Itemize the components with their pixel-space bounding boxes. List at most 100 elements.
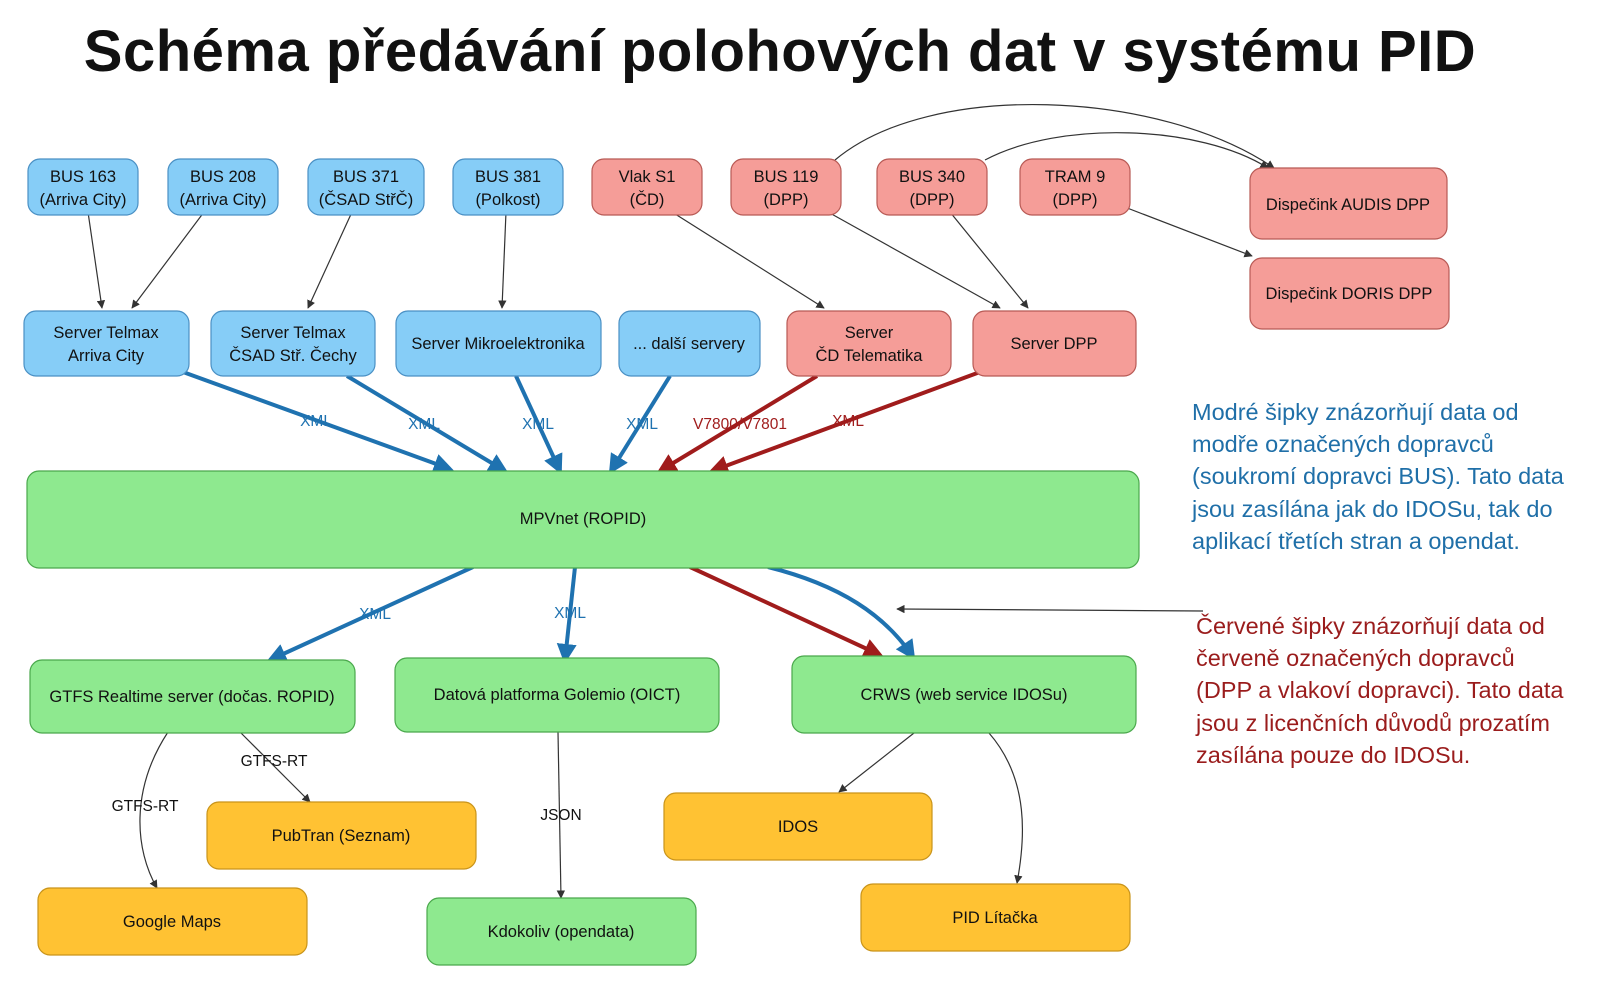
edge-labels: XML XML XML XML V7800/V7801 XML XML XML … [112,413,865,824]
node-bus381-line1: BUS 381 [475,168,541,186]
node-bus371: BUS 371 (ČSAD StřČ) [307,158,425,216]
edge-dalsi-mpvnet [608,374,672,475]
edge-crws-idos [838,732,915,793]
node-bus381: BUS 381 (Polkost) [452,158,564,216]
legend-note-red: Červené šipky znázorňují data od červeně… [1196,613,1564,768]
label-xml-mikro: XML [522,416,554,433]
node-idos: IDOS [663,792,933,861]
edge-vlaks1-cd-tele [671,211,825,309]
node-telmax-csad-line2: ČSAD Stř. Čechy [229,346,357,365]
node-bus381-line2: (Polkost) [475,191,540,209]
node-vlaks1-line2: (ČD) [630,190,665,209]
node-bus163-line1: BUS 163 [50,168,116,186]
edge-crws-litacka [988,732,1024,884]
edge-gtfs-google [139,731,169,889]
node-crws: CRWS (web service IDOSu) [791,655,1137,734]
label-gtfsrt-pubtran: GTFS-RT [241,753,308,770]
node-bus163-line2: (Arriva City) [39,191,126,209]
edge-mpvnet-gtfs [266,565,474,663]
node-idos-label: IDOS [778,818,818,836]
node-bus340: BUS 340 (DPP) [876,158,988,216]
label-xml-dpp: XML [832,413,864,430]
node-audis: Dispečink AUDIS DPP [1249,167,1448,240]
node-bus371-line2: (ČSAD StřČ) [319,190,413,209]
label-xml-dalsi: XML [626,416,658,433]
node-cd-tele: Server ČD Telematika [786,310,952,377]
edge-bus371-telmax-csad [307,211,353,309]
node-bus119-line2: (DPP) [764,191,809,209]
edge-gtfs-pubtran [239,731,311,803]
node-dalsi: ... další servery [618,310,761,377]
node-telmax-csad: Server Telmax ČSAD Stř. Čechy [210,310,376,377]
node-litacka-label: PID Lítačka [952,909,1038,927]
node-telmax-arriva-line2: Arriva City [68,347,145,365]
label-xml-gtfs: XML [359,606,391,623]
node-bus119-line1: BUS 119 [754,168,819,186]
label-v7800-cd-tele: V7800/V7801 [693,416,787,433]
node-crws-label: CRWS (web service IDOSu) [861,686,1068,704]
label-xml-golemio: XML [554,605,586,622]
node-doris: Dispečink DORIS DPP [1249,257,1450,330]
node-mpvnet: MPVnet (ROPID) [26,470,1140,569]
edge-bus119-dpp [827,211,1001,309]
edge-telmax-csad-mpvnet [345,374,509,474]
node-gtfs-label: GTFS Realtime server (dočas. ROPID) [49,688,334,706]
edges [87,103,1275,899]
node-telmax-arriva: Server Telmax Arriva City [23,310,190,377]
node-pubtran: PubTran (Seznam) [206,801,477,870]
node-bus119: BUS 119 (DPP) [730,158,842,216]
edge-bus163-telmax-arriva [87,211,106,309]
edge-bus340-audis [984,132,1269,169]
node-cd-tele-line2: ČD Telematika [816,346,924,365]
node-mpvnet-label: MPVnet (ROPID) [520,510,647,528]
node-dpp: Server DPP [972,310,1137,377]
node-vlaks1-line1: Vlak S1 [619,168,676,186]
edge-cd-tele-mpvnet [656,374,819,474]
node-dpp-label: Server DPP [1010,335,1097,353]
node-bus208-line2: (Arriva City) [179,191,266,209]
node-doris-label: Dispečink DORIS DPP [1266,285,1433,303]
node-audis-label: Dispečink AUDIS DPP [1266,196,1430,214]
label-json-kdokoliv: JSON [540,807,581,824]
edge-tram9-doris [1121,205,1253,258]
node-kdokoliv-label: Kdokoliv (opendata) [488,923,635,941]
node-litacka: PID Lítačka [860,883,1131,952]
edge-note-pointer [896,604,1204,614]
node-golemio-label: Datová platforma Golemio (OICT) [434,686,681,704]
edge-mpvnet-golemio [556,566,577,664]
node-google-label: Google Maps [123,913,221,931]
edge-bus340-dpp [949,211,1029,309]
node-mikro-label: Server Mikroelektronika [411,335,585,353]
edge-golemio-kdokoliv [556,731,566,899]
edge-telmax-arriva-mpvnet [182,370,454,473]
edge-mpvnet-crws-blue [767,565,916,661]
node-telmax-csad-line1: Server Telmax [240,324,346,342]
node-tram9: TRAM 9 (DPP) [1019,158,1131,216]
node-google: Google Maps [37,887,308,956]
legend-note-blue: Modré šipky znázorňují data od modře ozn… [1192,399,1564,554]
node-kdokoliv: Kdokoliv (opendata) [426,897,697,966]
node-bus208-line1: BUS 208 [190,168,256,186]
nodes: BUS 163 (Arriva City) BUS 208 (Arriva Ci… [23,158,1450,966]
node-telmax-arriva-line1: Server Telmax [53,324,159,342]
node-pubtran-label: PubTran (Seznam) [272,827,411,845]
node-bus340-line2: (DPP) [910,191,955,209]
node-bus208: BUS 208 (Arriva City) [167,158,279,216]
node-dalsi-label: ... další servery [633,335,746,353]
node-golemio: Datová platforma Golemio (OICT) [394,657,720,733]
edge-bus208-telmax-arriva [131,211,205,309]
node-tram9-line2: (DPP) [1053,191,1098,209]
edge-bus381-mikro [498,211,507,309]
page-title: Schéma předávání polohových dat v systém… [83,19,1477,84]
edge-mikro-mpvnet [514,375,563,475]
node-vlaks1: Vlak S1 (ČD) [591,158,703,216]
node-bus163: BUS 163 (Arriva City) [27,158,139,216]
label-gtfsrt-google: GTFS-RT [112,798,179,815]
edge-mpvnet-crws-red [689,565,884,658]
edge-dpp-mpvnet [708,370,981,475]
node-gtfs: GTFS Realtime server (dočas. ROPID) [29,659,356,734]
node-cd-tele-line1: Server [845,324,894,342]
node-tram9-line1: TRAM 9 [1045,168,1106,186]
node-bus371-line1: BUS 371 [333,168,399,186]
